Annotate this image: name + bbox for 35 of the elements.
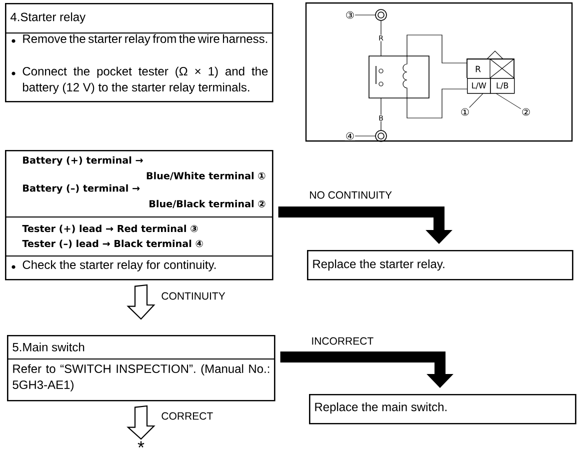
hollow-arrow xyxy=(126,284,156,320)
terminal-number: ② xyxy=(522,108,530,116)
edge-label: INCORRECT xyxy=(310,336,375,346)
step-box xyxy=(309,394,576,424)
action-text: Replace the main switch. xyxy=(315,402,446,414)
step-box xyxy=(4,3,274,102)
connector-label: R xyxy=(474,65,482,73)
connection-text: Tester (+) lead → Red terminal ③ xyxy=(22,224,198,234)
instruction-text: Connect the pocket tester (Ω × 1) and the battery (12 V) to the starter relay terminals. xyxy=(22,66,268,94)
connection-text: Blue/White terminal ① xyxy=(146,172,266,180)
terminal-number: ③ xyxy=(344,10,356,20)
leader-line xyxy=(469,93,484,108)
instruction-text: Refer to “SWITCH INSPECTION”. (Manual No.: 5GH3-AE1) xyxy=(12,364,270,392)
connection-text: Tester (–) lead → Black terminal ④ xyxy=(22,240,203,248)
edge-label: CORRECT xyxy=(160,411,214,421)
connection-text: Battery (–) terminal → xyxy=(23,184,140,194)
end-mark: * xyxy=(138,441,144,448)
step-box xyxy=(6,335,276,402)
step-heading: 5.Main switch xyxy=(12,342,84,352)
connection-text: Battery (+) terminal → xyxy=(23,156,143,166)
edge-label: CONTINUITY xyxy=(160,291,226,301)
step-box xyxy=(4,150,274,280)
connector-cell: L/W xyxy=(467,78,491,94)
hollow-arrow xyxy=(126,405,156,440)
instruction-text: Remove the starter relay from the wire harness. xyxy=(23,34,268,46)
connection-text: Blue/Black terminal ② xyxy=(150,200,266,208)
leader-line xyxy=(496,93,522,110)
terminal-number: ① xyxy=(461,108,469,116)
connector-cell: L/B xyxy=(490,78,515,94)
step-heading: 4.Starter relay xyxy=(10,12,86,24)
action-text: Replace the starter relay. xyxy=(313,259,444,271)
terminal-number: ④ xyxy=(344,132,356,140)
instruction-text: Check the starter relay for continuity. xyxy=(22,260,216,272)
step-box xyxy=(307,250,574,280)
edge-label: NO CONTINUITY xyxy=(308,190,394,200)
